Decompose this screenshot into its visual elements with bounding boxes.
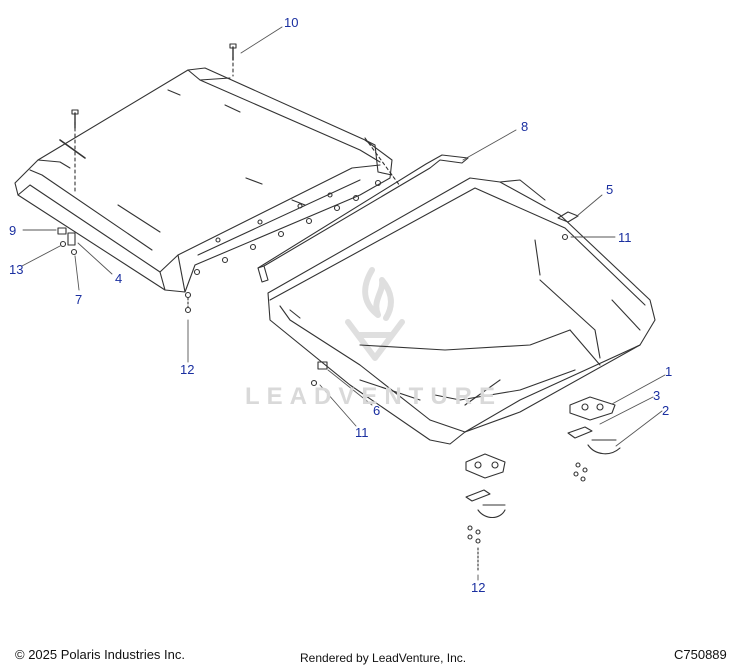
callout-12-left[interactable]: 12 [180,362,195,377]
left-hardware [57,43,237,314]
callout-6[interactable]: 6 [373,403,381,418]
leader-lines [21,26,666,581]
callout-2[interactable]: 2 [662,403,670,418]
copyright-text: © 2025 Polaris Industries Inc. [15,647,185,662]
seal-strip [257,154,469,283]
callout-13[interactable]: 13 [9,262,24,277]
callout-4[interactable]: 4 [115,271,123,286]
right-hardware [310,211,621,573]
diagram-code: C750889 [674,647,727,662]
watermark-text: LEADVENTURE [245,383,503,410]
callout-11-bottom[interactable]: 11 [355,425,369,440]
callout-5[interactable]: 5 [606,182,614,197]
callout-1[interactable]: 1 [665,364,673,379]
callout-7[interactable]: 7 [75,292,83,307]
right-roof-panel [267,177,656,445]
callout-11-top[interactable]: 11 [618,230,632,245]
leadventure-watermark-logo [345,267,405,361]
rendered-by-text: Rendered by LeadVenture, Inc. [300,651,467,665]
callout-9[interactable]: 9 [9,223,17,238]
callout-3[interactable]: 3 [653,388,661,403]
callout-12-bottom[interactable]: 12 [471,580,486,595]
callout-8[interactable]: 8 [521,119,529,134]
callout-10[interactable]: 10 [284,15,299,30]
left-roof-panel [14,56,401,293]
